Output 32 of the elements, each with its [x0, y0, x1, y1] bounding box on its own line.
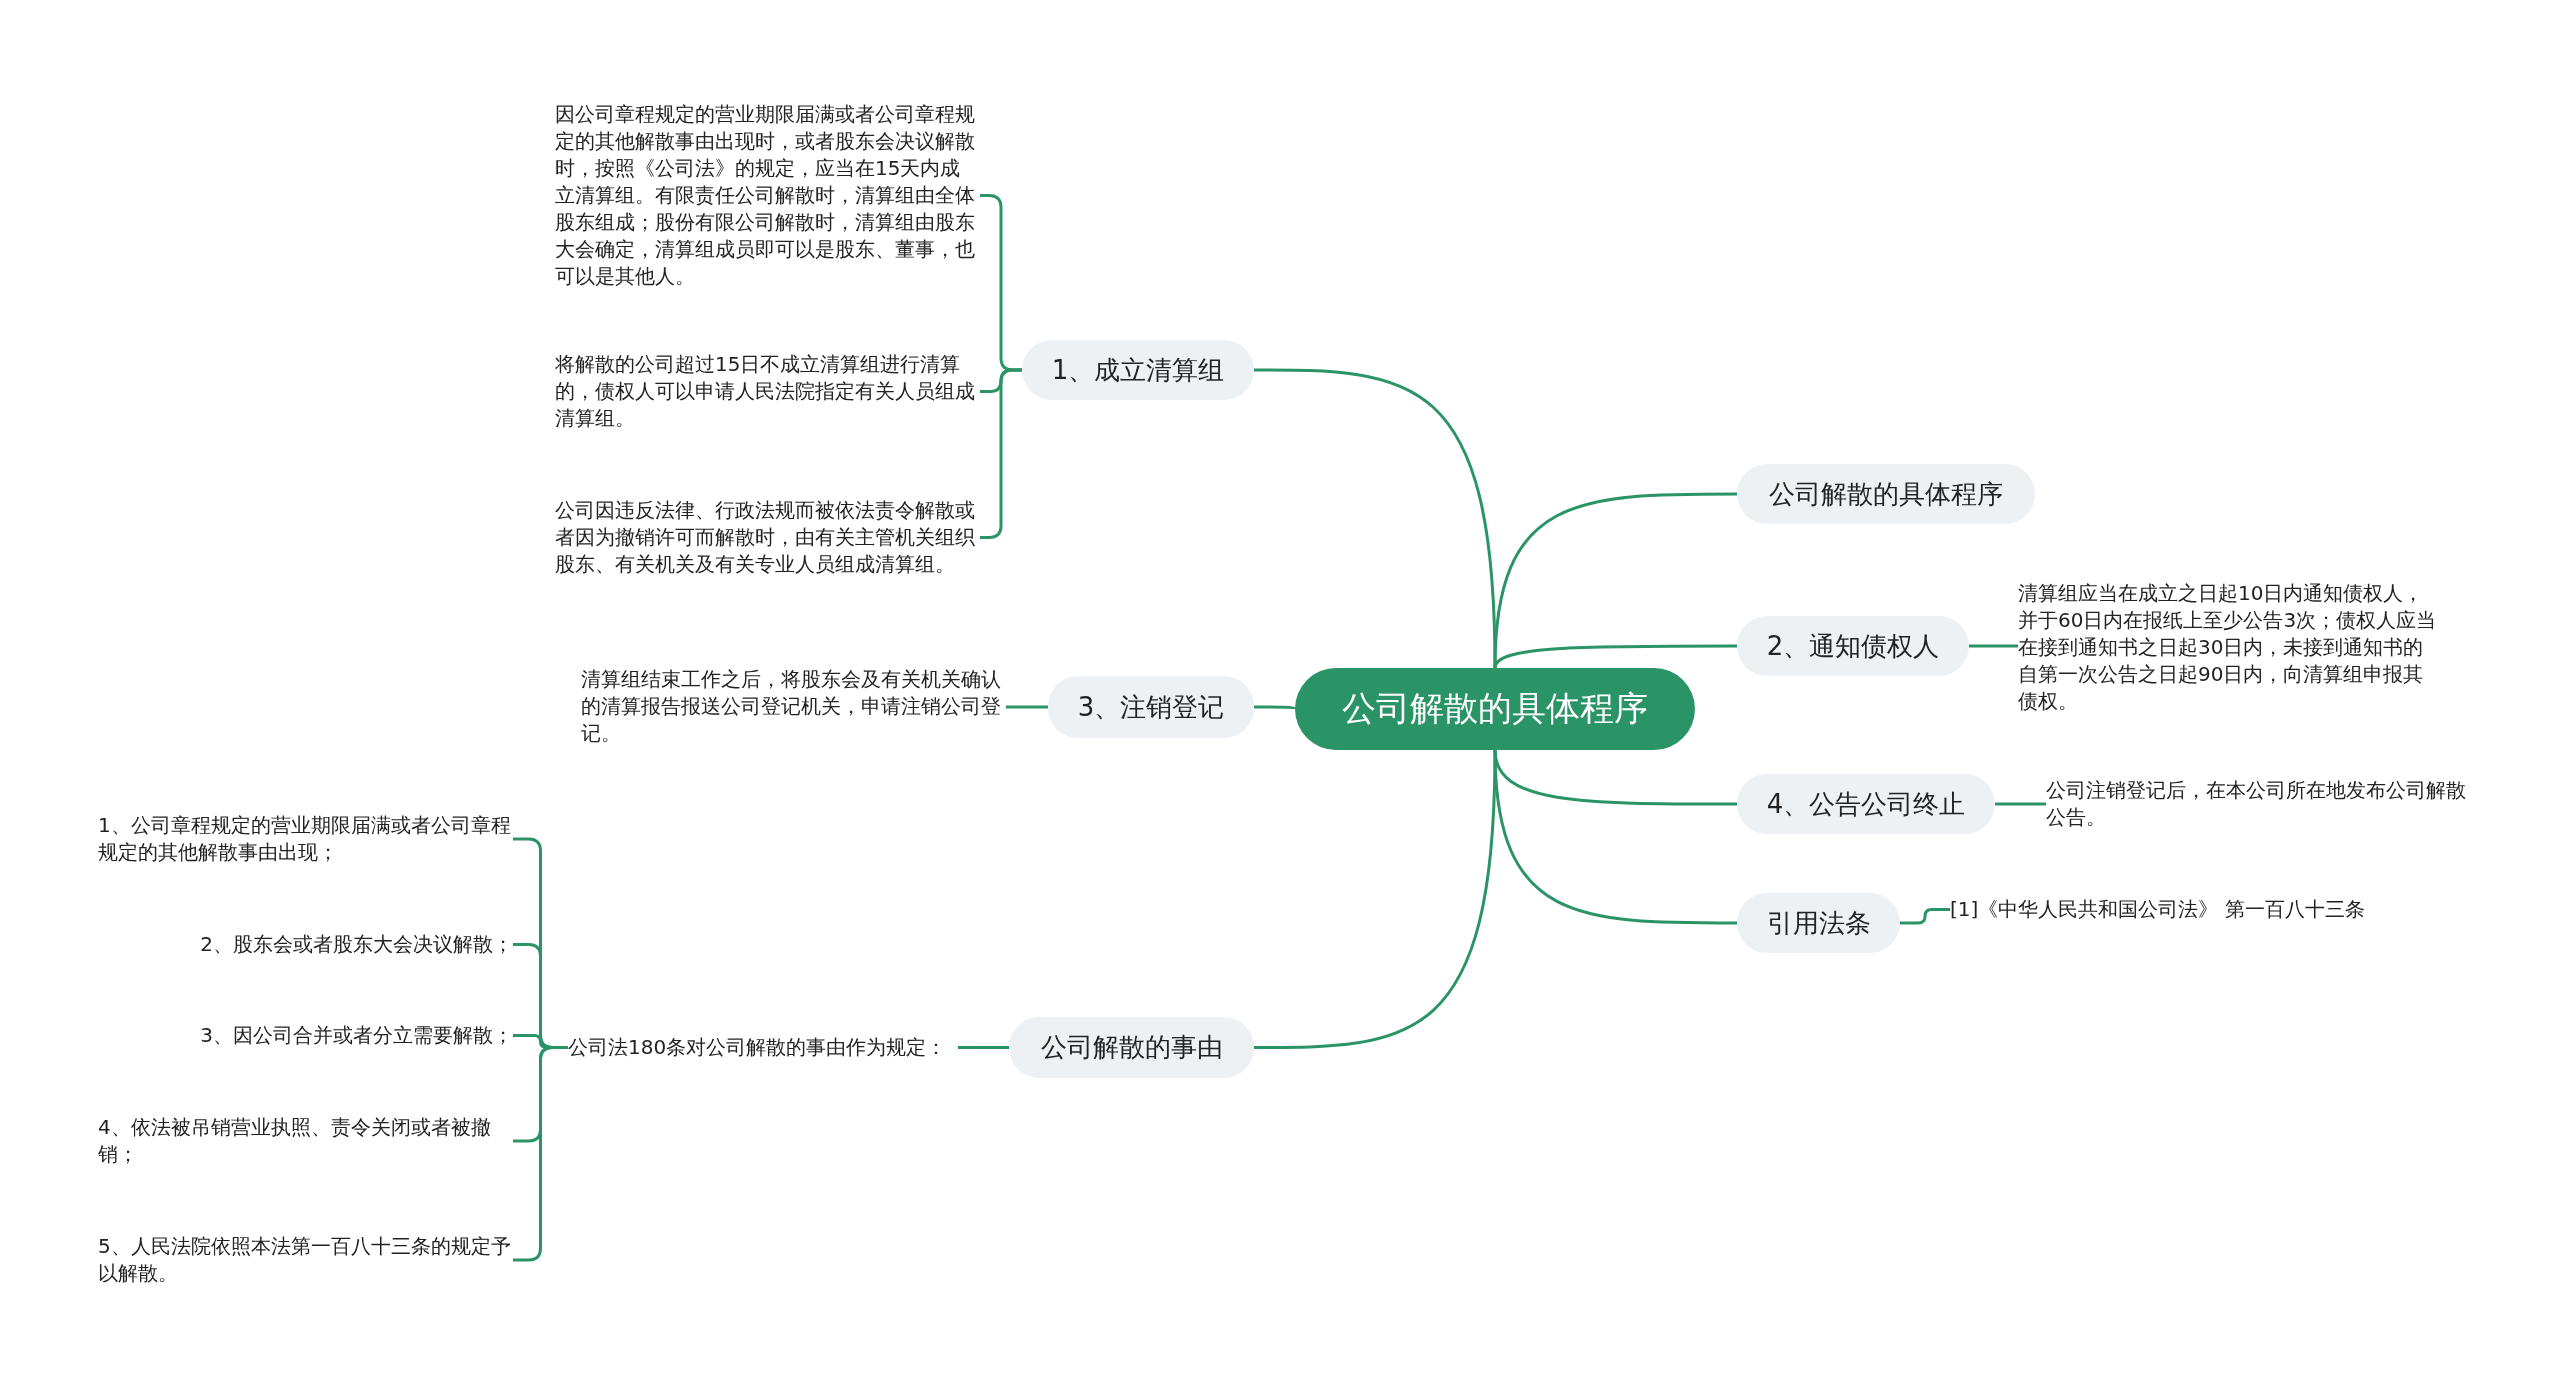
connector-line: [1493, 644, 1737, 669]
note-text: 1、公司章程规定的营业期限届满或者公司章程规定的其他解散事由出现；: [98, 812, 513, 866]
connector-line: [1493, 749, 1737, 925]
note-text: 4、依法被吊销营业执照、责令关闭或者被撤销；: [98, 1114, 513, 1168]
note-text: 公司法180条对公司解散的事由作为规定：: [568, 1034, 958, 1061]
topic-pill: 3、注销登记: [1048, 676, 1254, 738]
note-text: 3、因公司合并或者分立需要解散；: [98, 1022, 513, 1049]
note-text: 清算组结束工作之后，将股东会及有关机关确认的清算报告报送公司登记机关，申请注销公司登记。: [581, 666, 1006, 747]
note-text: 清算组应当在成立之日起10日内通知债权人，并于60日内在报纸上至少公告3次；债权人应当在接到通知书之日起30日内，未接到通知书的自第一次公告之日起90日内，向清算组申报其债权。: [2018, 580, 2438, 715]
note-text: 因公司章程规定的营业期限届满或者公司章程规定的其他解散事由出现时，或者股东会决议解散时，按照《公司法》的规定，应当在15天内成立清算组。有限责任公司解散时，清算组由全体股东组成；股份有限公司解散时，清算组由股东大会确定，清算组成员即可以是股东、董事，也可以是其他人。: [555, 101, 980, 290]
topic-pill: 2、通知债权人: [1737, 616, 1969, 676]
topic-pill: 公司解散的具体程序: [1737, 464, 2035, 524]
topic-pill: 4、公告公司终止: [1737, 774, 1995, 834]
note-text: 公司因违反法律、行政法规而被依法责令解散或者因为撤销许可而解散时，由有关主管机关组织股东、有关机关及有关专业人员组成清算组。: [555, 497, 980, 578]
connector-line: [1006, 705, 1048, 709]
topic-pill: 1、成立清算组: [1022, 340, 1254, 400]
connector-line: [1900, 908, 1950, 925]
topic-pill: 公司解散的事由: [1009, 1017, 1254, 1078]
connector-line: [1254, 749, 1497, 1049]
connector-line: [958, 1046, 1009, 1049]
note-text: [1]《中华人民共和国公司法》 第一百八十三条: [1950, 896, 2365, 923]
central-topic: 公司解散的具体程序: [1295, 668, 1695, 750]
note-text: 5、人民法院依照本法第一百八十三条的规定予以解散。: [98, 1233, 513, 1287]
connector-line: [1995, 802, 2046, 806]
note-text: 将解散的公司超过15日不成立清算组进行清算的，债权人可以申请人民法院指定有关人员组成清算组。: [555, 351, 980, 432]
note-text: 公司注销登记后，在本公司所在地发布公司解散公告。: [2046, 777, 2471, 831]
connector-line: [1493, 492, 1737, 669]
connector-line: [1254, 368, 1497, 669]
note-text: 2、股东会或者股东大会决议解散；: [98, 931, 513, 958]
connector-line: [1254, 705, 1296, 711]
topic-pill: 引用法条: [1737, 893, 1900, 953]
connector-line: [1969, 644, 2018, 648]
